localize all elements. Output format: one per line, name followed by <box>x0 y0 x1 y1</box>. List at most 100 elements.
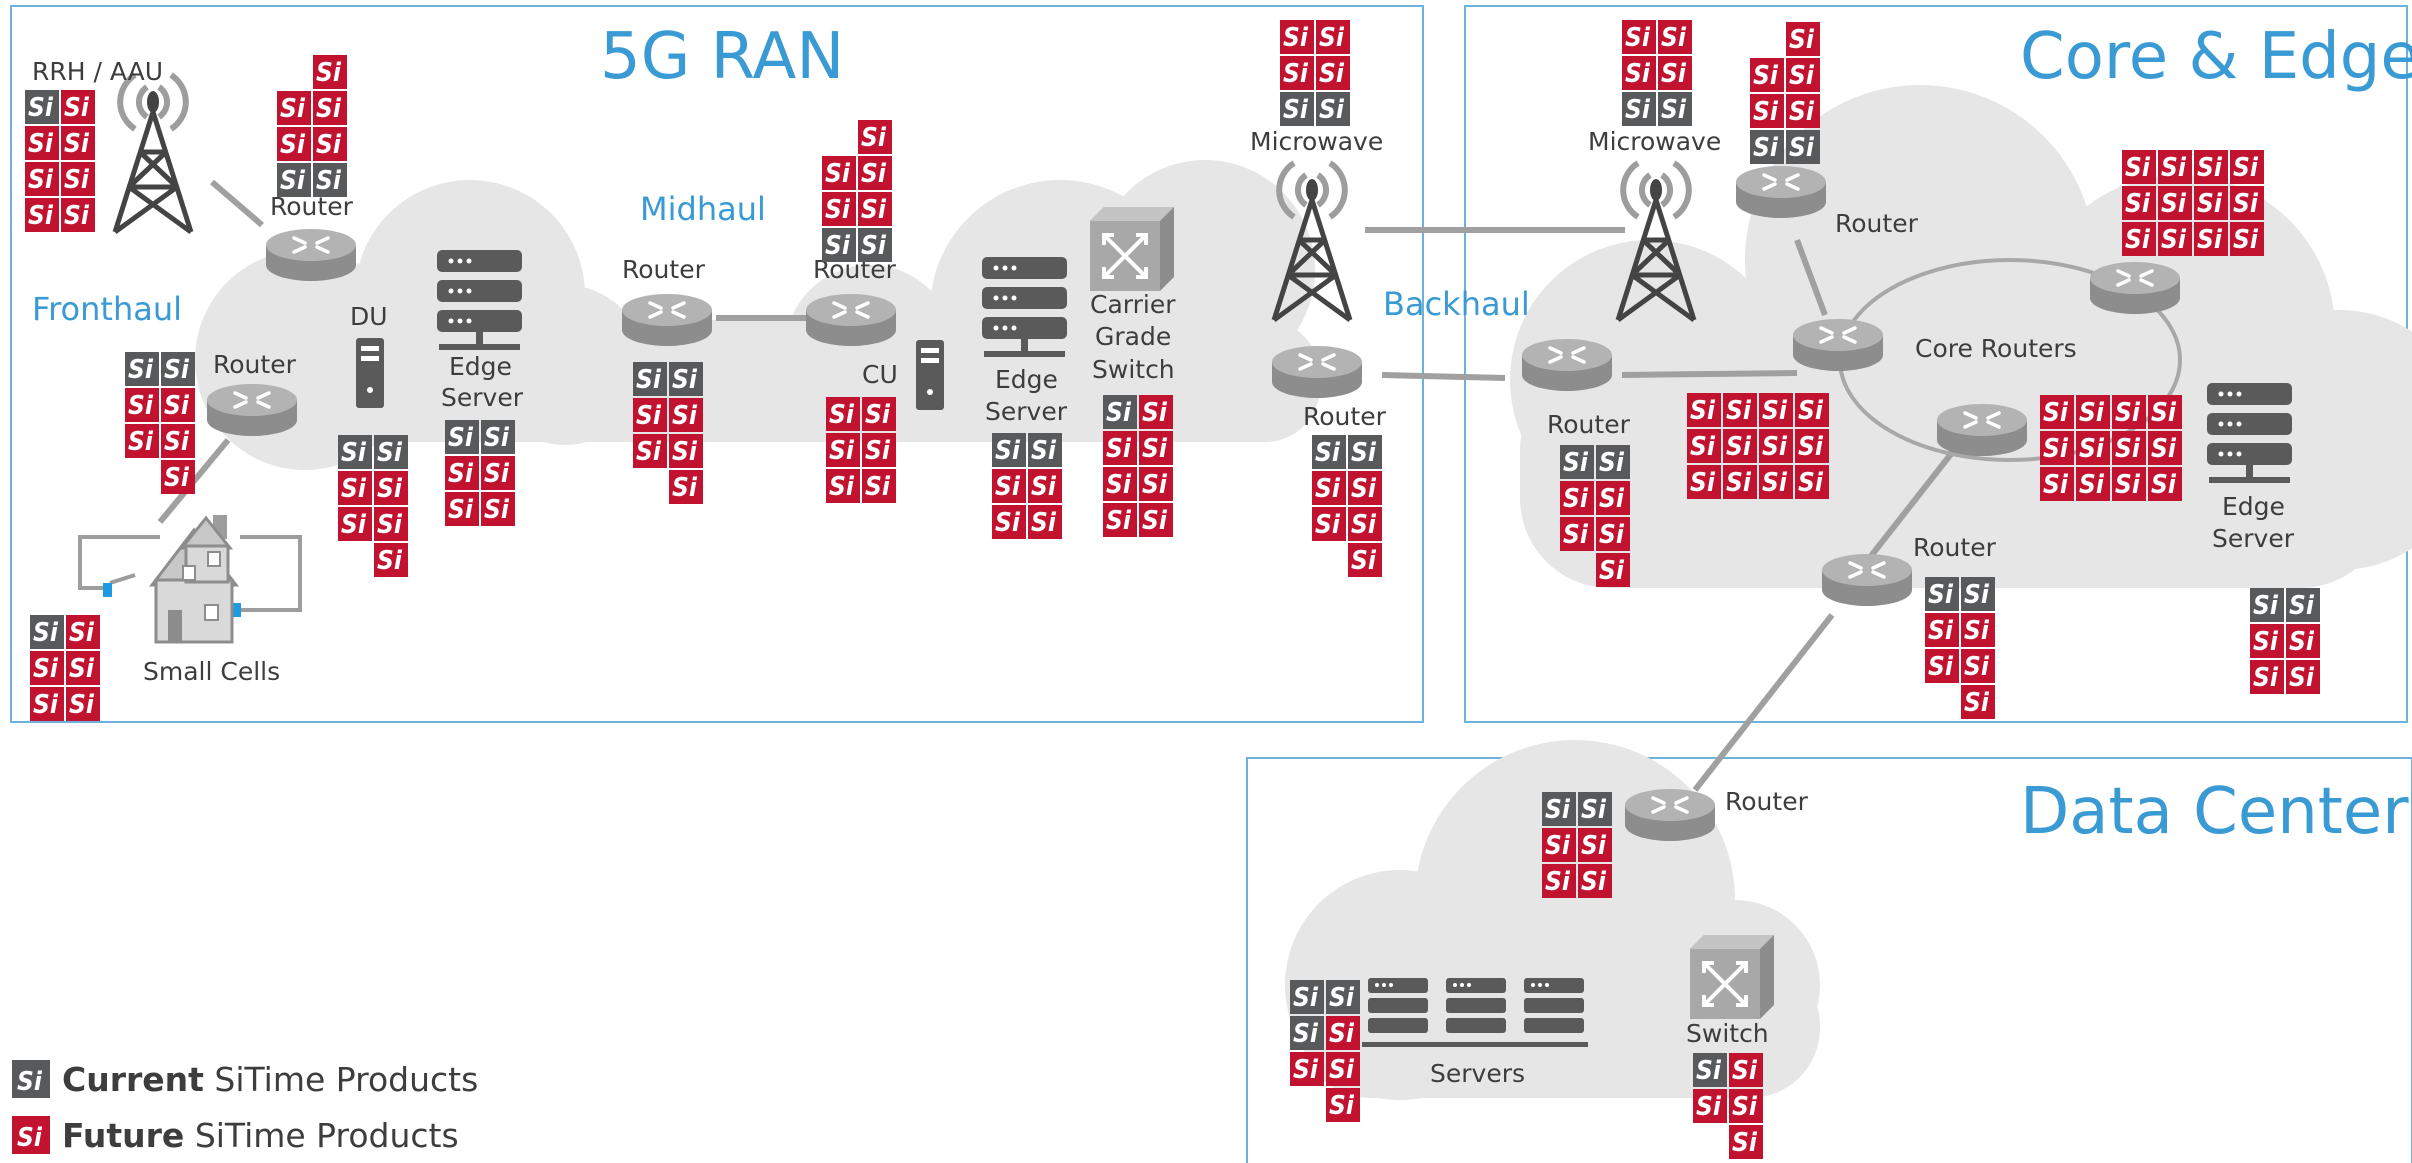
chip-label: Si <box>2197 153 2223 183</box>
future-product-chip <box>277 127 311 161</box>
chip-label: Si <box>33 654 59 684</box>
future-product-chip <box>822 192 856 226</box>
chip-label: Si <box>1106 470 1132 500</box>
future-product-chip <box>25 198 59 232</box>
current-product-chip <box>1925 577 1959 611</box>
chip-label: Si <box>861 123 887 153</box>
future-product-chip <box>66 687 100 721</box>
chip-label: Si <box>2125 189 2151 219</box>
chip-label: Si <box>64 165 90 195</box>
future-product-chip <box>1542 828 1576 862</box>
chip-label: Si <box>1293 1055 1319 1085</box>
chip-label: Si <box>1798 432 1824 462</box>
current-product-chip <box>1312 435 1346 469</box>
chip-label: Si <box>1762 468 1788 498</box>
small-cell-loops <box>78 535 302 617</box>
future-product-chip <box>669 398 703 432</box>
chip-label: Si <box>2233 225 2259 255</box>
label-grade: Grade <box>1095 322 1171 351</box>
future-product-chip <box>313 55 347 89</box>
chip-label: Si <box>316 166 342 196</box>
router-backhaul-ran-icon <box>1270 344 1364 400</box>
future-product-chip <box>1658 56 1692 90</box>
chip-label: Si <box>377 438 403 468</box>
future-product-chip <box>992 469 1026 503</box>
label-server-ran: Server <box>441 383 524 412</box>
future-product-chip <box>2230 222 2264 256</box>
current-product-chip <box>338 435 372 469</box>
chip-label: Si <box>1599 520 1625 550</box>
chip-label: Si <box>341 438 367 468</box>
future-product-chip <box>2112 395 2146 429</box>
chip-label: Si <box>2289 627 2315 657</box>
chip-label: Si <box>69 618 95 648</box>
chip-label: Si <box>1329 983 1355 1013</box>
future-product-chip <box>1723 429 1757 463</box>
chip-label: Si <box>1928 616 1954 646</box>
dc-frame <box>1246 757 2412 1163</box>
chip-label: Si <box>2115 398 2141 428</box>
current-product-chip <box>669 362 703 396</box>
current-product-chip <box>1103 395 1137 429</box>
links <box>157 179 1965 792</box>
router-midhaul-right-icon <box>804 292 898 348</box>
future-product-chip <box>1290 1052 1324 1086</box>
chip-label: Si <box>2115 434 2141 464</box>
legend-current-chip <box>12 1060 50 1098</box>
future-product-chip <box>2148 395 2182 429</box>
router-dc-icon <box>1623 787 1717 843</box>
carrier-switch-icon <box>1088 205 1176 293</box>
label-router-backhaul: Router <box>1303 402 1387 431</box>
chip-label: Si <box>1106 434 1132 464</box>
chip-label: Si <box>1599 448 1625 478</box>
chip-label: Si <box>1329 1019 1355 1049</box>
chip-label: Si <box>2289 591 2315 621</box>
chip-label: Si <box>1581 867 1607 897</box>
chip-label: Si <box>1726 468 1752 498</box>
core-router-bottom-icon <box>1935 402 2029 458</box>
chip-label: Si <box>825 159 851 189</box>
chip-label: Si <box>672 401 698 431</box>
legend: Si Current SiTime Products Si Future SiT… <box>12 1060 478 1155</box>
chip-label: Si <box>448 423 474 453</box>
legend-future-rest: SiTime Products <box>184 1116 458 1155</box>
future-product-chip <box>30 687 64 721</box>
current-product-chip <box>1290 1016 1324 1050</box>
chip-label: Si <box>2079 470 2105 500</box>
future-product-chip <box>1596 517 1630 551</box>
chip-label: Si <box>1351 474 1377 504</box>
label-router-core-left: Router <box>1547 410 1631 439</box>
chip-label: Si <box>1625 95 1651 125</box>
chip-label: Si <box>1351 546 1377 576</box>
future-product-chip <box>1622 56 1656 90</box>
chip-label: Si <box>2151 398 2177 428</box>
label-edge-ran: Edge <box>449 352 512 381</box>
chip-label: Si <box>636 401 662 431</box>
future-product-chip <box>1348 507 1382 541</box>
chip-label: Si <box>484 495 510 525</box>
future-product-chip <box>2148 467 2182 501</box>
current-product-chip <box>1578 792 1612 826</box>
current-product-chip <box>1596 445 1630 479</box>
future-product-chip <box>2040 395 2074 429</box>
current-product-chip <box>30 615 64 649</box>
future-product-chip <box>1693 1089 1727 1123</box>
future-product-chip <box>1139 503 1173 537</box>
current-product-chip <box>633 362 667 396</box>
future-product-chip <box>313 91 347 125</box>
section-title-dc: Data Center <box>2020 775 2409 849</box>
future-product-chip <box>2194 150 2228 184</box>
chip-label: Si <box>377 546 403 576</box>
section-title-core: Core & Edge <box>2020 20 2412 94</box>
future-product-chip <box>2158 222 2192 256</box>
future-product-chip <box>2158 150 2192 184</box>
label-switch-dc: Switch <box>1686 1019 1769 1048</box>
future-product-chip <box>2122 150 2156 184</box>
chip-label: Si <box>2079 434 2105 464</box>
